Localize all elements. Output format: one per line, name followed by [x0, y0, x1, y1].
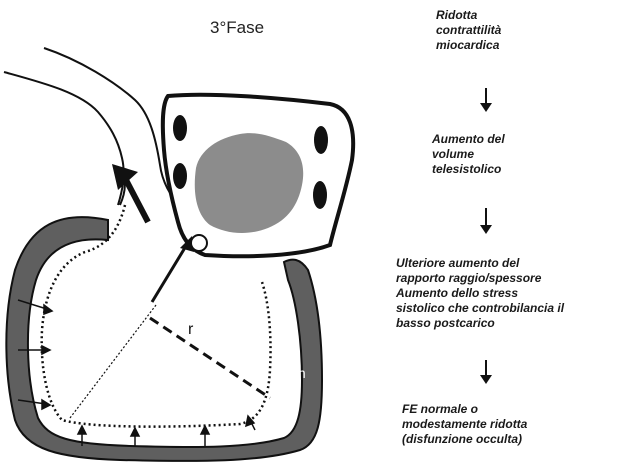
vein-oval-4	[313, 181, 327, 209]
flow-step-2-line: telesistolico	[432, 162, 505, 177]
vein-oval-3	[314, 126, 328, 154]
flow-step-4-line: modestamente ridotta	[402, 417, 527, 432]
wall-stress-arrows-bottom	[78, 416, 255, 446]
flow-step-3-line: sistolico che controbilancia il	[396, 301, 564, 316]
flow-arrow-2	[485, 208, 487, 232]
thickness-label: th	[294, 365, 306, 381]
vein-oval-2	[173, 163, 187, 189]
flow-step-3: Ulteriore aumento del rapporto raggio/sp…	[396, 256, 564, 331]
aorta-outline	[4, 48, 182, 206]
mitral-valve	[191, 235, 207, 251]
radius-label: r	[188, 321, 194, 338]
mitral-arrow	[152, 246, 186, 302]
phase-title: 3°Fase	[210, 18, 264, 38]
flow-step-2-line: Aumento del	[432, 132, 505, 147]
flow-step-4: FE normale o modestamente ridotta (disfu…	[402, 402, 527, 447]
flow-step-1-line: Ridotta	[436, 8, 501, 23]
flow-step-2: Aumento del volume telesistolico	[432, 132, 505, 177]
flow-step-4-line: (disfunzione occulta)	[402, 432, 527, 447]
ejection-arrow	[125, 178, 148, 222]
flow-step-3-line: Ulteriore aumento del	[396, 256, 564, 271]
vein-oval-1	[173, 115, 187, 141]
flow-step-1: Ridotta contrattilità miocardica	[436, 8, 501, 53]
flow-step-3-line: rapporto raggio/spessore	[396, 271, 564, 286]
flow-arrow-1	[485, 88, 487, 110]
flow-arrow-3	[485, 360, 487, 382]
flow-step-1-line: miocardica	[436, 38, 501, 53]
radius-line	[70, 305, 156, 418]
flow-step-3-line: basso postcarico	[396, 316, 564, 331]
radius-dashed	[150, 318, 270, 398]
flow-step-1-line: contrattilità	[436, 23, 501, 38]
flow-step-2-line: volume	[432, 147, 505, 162]
flow-step-4-line: FE normale o	[402, 402, 527, 417]
flow-step-3-line: Aumento dello stress	[396, 286, 564, 301]
